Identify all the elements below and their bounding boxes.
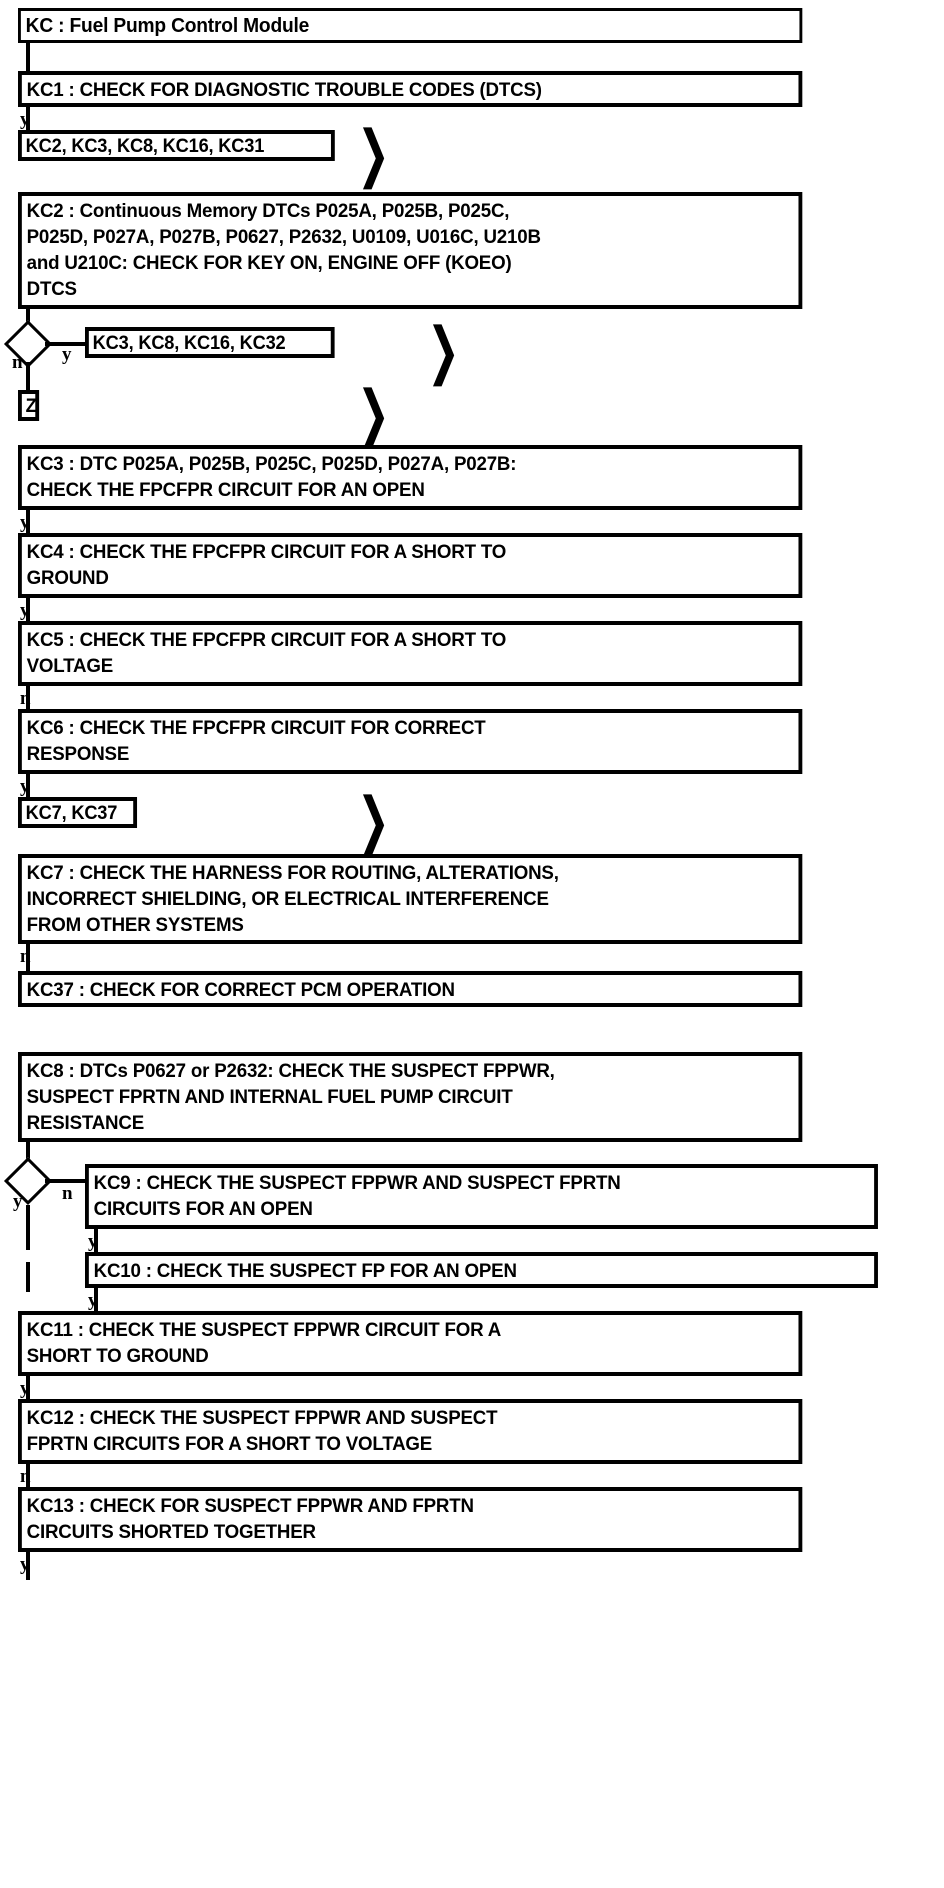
branch-label-kc9-yes: y <box>88 1231 98 1252</box>
branch-label-kc8-yes: y <box>13 1191 23 1212</box>
node-kc1[interactable]: KC1 : CHECK FOR DIAGNOSTIC TROUBLE CODES… <box>18 71 803 107</box>
connector-kc9-to-kc10 <box>94 1229 98 1252</box>
node-kc-title[interactable]: KC : Fuel Pump Control Module <box>18 8 803 43</box>
branch-label-kc11-yes: y <box>20 1378 30 1399</box>
connector-kc10-to-kc11 <box>94 1288 98 1311</box>
connector-kc12-to-kc13 <box>26 1464 30 1487</box>
node-kc8[interactable]: KC8 : DTCs P0627 or P2632: CHECK THE SUS… <box>18 1052 803 1142</box>
node-kc11[interactable]: KC11 : CHECK THE SUSPECT FPPWR CIRCUIT F… <box>18 1311 803 1376</box>
connector-kc3-to-kc4 <box>26 510 30 533</box>
connector-kc4-to-kc5 <box>26 598 30 621</box>
branch-label-kc6-yes: y <box>20 776 30 797</box>
branch-label-kc2-yes: y <box>62 344 72 365</box>
node-goto-kc7-kc37[interactable]: KC7, KC37 <box>18 797 138 828</box>
branch-label-kc12-no: n <box>20 1467 31 1486</box>
node-kc4[interactable]: KC4 : CHECK THE FPCFPR CIRCUIT FOR A SHO… <box>18 533 803 598</box>
branch-label-kc2-no: n <box>12 352 23 373</box>
connector-kc5-to-kc6 <box>26 686 30 709</box>
node-goto-kc2-kc3-kc8-kc16-kc31[interactable]: KC2, KC3, KC8, KC16, KC31 <box>18 130 335 161</box>
branch-label-kc1-yes: y <box>20 109 30 130</box>
connector-kc11-to-kc12 <box>26 1376 30 1399</box>
node-kc6[interactable]: KC6 : CHECK THE FPCFPR CIRCUIT FOR CORRE… <box>18 709 803 774</box>
connector-title-to-kc1 <box>26 43 30 71</box>
branch-label-kc3-yes: y <box>20 512 30 533</box>
connector-kc8-yes-bypass-seg2 <box>26 1262 30 1292</box>
connector-kc1-to-goto1 <box>26 107 30 130</box>
node-kc2[interactable]: KC2 : Continuous Memory DTCs P025A, P025… <box>18 192 803 309</box>
node-kc7[interactable]: KC7 : CHECK THE HARNESS FOR ROUTING, ALT… <box>18 854 803 944</box>
node-kc10[interactable]: KC10 : CHECK THE SUSPECT FP FOR AN OPEN <box>85 1252 878 1288</box>
branch-label-kc7-no: n <box>20 947 31 966</box>
branch-label-kc13-yes: y <box>20 1554 30 1575</box>
node-kc37[interactable]: KC37 : CHECK FOR CORRECT PCM OPERATION <box>18 971 803 1007</box>
connector-diamond-kc8-to-kc9 <box>45 1179 85 1183</box>
goto-arrow-icon-1: ❯ <box>357 118 390 188</box>
branch-label-kc8-no: n <box>62 1183 73 1204</box>
node-kc3[interactable]: KC3 : DTC P025A, P025B, P025C, P025D, P0… <box>18 445 803 510</box>
connector-diamond-kc2-no <box>26 362 30 390</box>
connector-diamond-kc2-to-goto2 <box>45 342 85 346</box>
connector-kc6-to-goto3 <box>26 774 30 797</box>
goto-arrow-icon-3: ❯ <box>357 378 390 448</box>
connector-kc13-out <box>26 1552 30 1580</box>
branch-label-kc10-yes: y <box>88 1290 98 1311</box>
node-goto-kc3-kc8-kc16-kc32[interactable]: KC3, KC8, KC16, KC32 <box>85 327 335 358</box>
node-kc12[interactable]: KC12 : CHECK THE SUSPECT FPPWR AND SUSPE… <box>18 1399 803 1464</box>
connector-kc7-to-kc37 <box>26 944 30 971</box>
branch-label-kc5-no: n <box>20 689 31 708</box>
goto-arrow-icon-4: ❯ <box>357 785 390 855</box>
node-goto-z[interactable]: Z <box>18 390 40 421</box>
connector-kc8-yes-bypass-seg1 <box>26 1205 30 1250</box>
goto-arrow-icon-2: ❯ <box>427 315 460 385</box>
node-kc9[interactable]: KC9 : CHECK THE SUSPECT FPPWR AND SUSPEC… <box>85 1164 878 1229</box>
node-kc13[interactable]: KC13 : CHECK FOR SUSPECT FPPWR AND FPRTN… <box>18 1487 803 1552</box>
node-kc5[interactable]: KC5 : CHECK THE FPCFPR CIRCUIT FOR A SHO… <box>18 621 803 686</box>
branch-label-kc4-yes: y <box>20 600 30 621</box>
